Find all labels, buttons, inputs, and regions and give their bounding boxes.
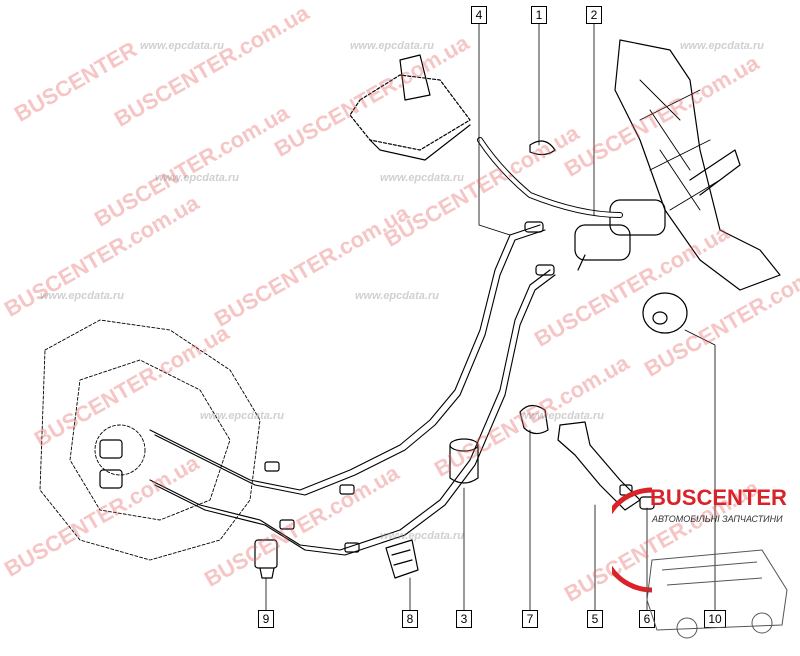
callout-3: 3 <box>456 610 472 628</box>
watermark-site: www.epcdata.ru <box>350 40 434 52</box>
watermark-site: www.epcdata.ru <box>200 410 284 422</box>
holder-part-8 <box>385 539 419 579</box>
watermark-site: www.epcdata.ru <box>680 40 764 52</box>
callout-1: 1 <box>531 6 547 24</box>
slave-connector <box>99 439 123 489</box>
watermark-site: www.epcdata.ru <box>40 290 124 302</box>
transmission-housing <box>39 319 261 561</box>
clip-part-7 <box>519 404 549 435</box>
callout-5: 5 <box>587 610 603 628</box>
callout-4: 4 <box>471 6 487 24</box>
bracket-part-5 <box>557 421 641 511</box>
logo-tagline: АВТОМОБІЛЬНІ ЗАПЧАСТИНИ <box>652 514 783 524</box>
watermark-site: www.epcdata.ru <box>155 172 239 184</box>
watermark-site: www.epcdata.ru <box>380 172 464 184</box>
connector-part-9 <box>254 539 278 579</box>
watermark-site: www.epcdata.ru <box>380 530 464 542</box>
callout-10: 10 <box>704 610 726 628</box>
callout-9: 9 <box>258 610 274 628</box>
leader-lines <box>265 21 716 612</box>
callout-6: 6 <box>639 610 655 628</box>
pedal-assembly <box>614 39 781 291</box>
callout-7: 7 <box>522 610 538 628</box>
callout-2: 2 <box>586 6 602 24</box>
line-fittings <box>264 221 555 553</box>
callout-8: 8 <box>402 610 418 628</box>
hydraulic-lines <box>149 224 556 556</box>
watermark-site: www.epcdata.ru <box>355 290 439 302</box>
logo-title: BUSCENTER <box>650 485 787 510</box>
watermark-site: www.epcdata.ru <box>140 40 224 52</box>
gear-shift-icon <box>349 54 471 161</box>
buscenter-logo-icon <box>612 487 788 639</box>
watermark-site: www.epcdata.ru <box>520 410 604 422</box>
damper-part-3 <box>449 438 479 484</box>
boot-part-10 <box>642 292 688 334</box>
